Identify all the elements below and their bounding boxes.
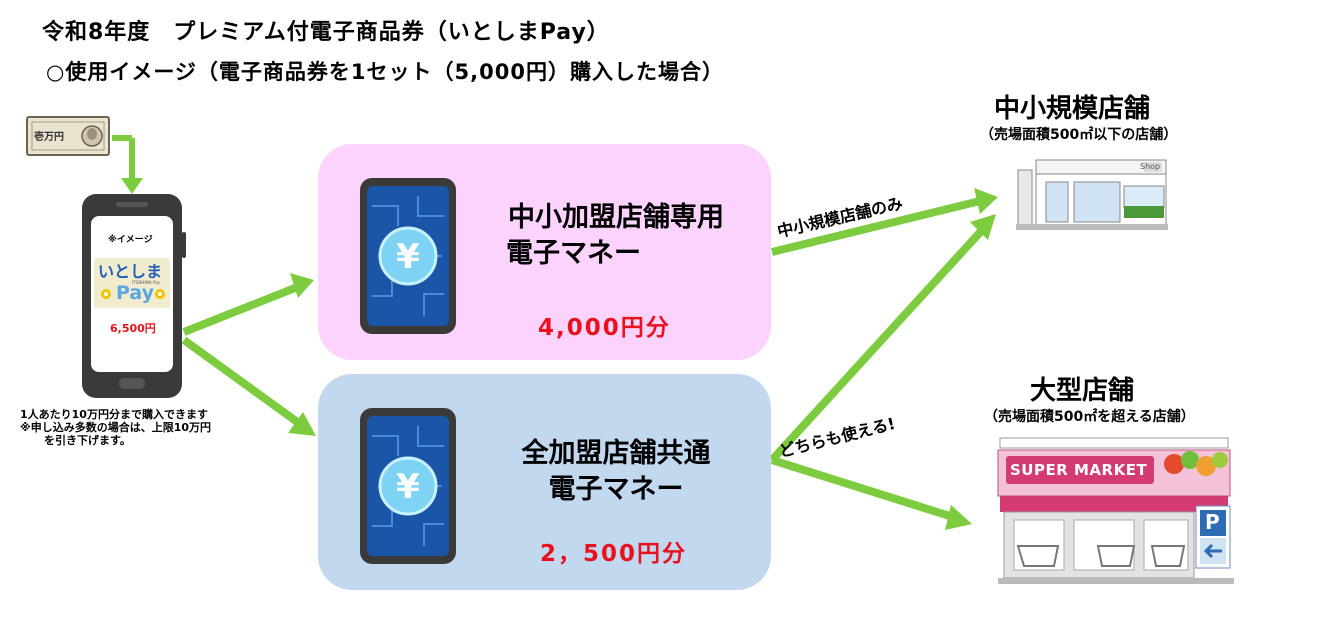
large-store-title: 大型店舗 [1030,376,1135,406]
purchase-note: 1人あたり10万円分まで購入できます ※申し込み多数の場合は、上限10万円 を引… [20,408,211,447]
arrow-small-to-shop [771,197,981,256]
flower-icon [155,289,165,299]
arrow-head [974,188,998,214]
small-money-line2: 電子マネー [506,238,641,269]
itoshima-pay-logo: いとしま ITOSHIMA Pay Pay [94,258,170,308]
all-money-amount: 2，500円分 [540,541,688,567]
logo-line2: Pay [116,282,155,304]
banknote-icon: 壱万円 [26,116,110,156]
arrow-head [121,178,143,194]
small-money-line1: 中小加盟店舗専用 [508,202,724,233]
arrow-head [970,214,996,240]
arrow-all-to-shop [769,225,987,463]
large-store-subtitle: （売場面積500㎡を超える店舗） [984,409,1195,425]
arrow-head [945,505,972,530]
logo-small: ITOSHIMA Pay [132,280,161,285]
all-money-line1: 全加盟店舗共通 [521,438,711,469]
supermarket-icon: SUPER MARKET P [997,434,1236,584]
small-money-amount: 4,000円分 [538,315,671,341]
supermarket-sign: SUPER MARKET [1010,461,1148,479]
small-shop-icon: Shop [1012,156,1170,230]
small-money-title: 中小加盟店舗専用 電子マネー [486,200,746,272]
page-title: 令和8年度 プレミアム付電子商品券（いとしまPay） [42,20,610,45]
all-money-title: 全加盟店舗共通 電子マネー [486,436,746,508]
yen-phone-icon: ¥ [360,178,456,334]
small-store-money-box: ¥ 中小加盟店舗専用 電子マネー 4,000円分 [318,144,771,360]
banknote-label: 壱万円 [34,132,64,143]
yen-phone-icon: ¥ [360,408,456,564]
all-store-money-box: ¥ 全加盟店舗共通 電子マネー 2，500円分 [318,374,771,590]
phone-amount: 6,500円 [110,322,156,335]
note-line2: ※申し込み多数の場合は、上限10万円 [20,421,212,434]
note-line3: を引き下げます。 [44,434,131,447]
logo-line1: いとしま [98,262,163,281]
shop-sign: Shop [1140,162,1161,171]
svg-text:¥: ¥ [396,237,420,277]
arrow-phone-to-small [182,282,302,336]
arrow-head [290,273,314,298]
svg-text:¥: ¥ [396,467,420,507]
phone-caption: ※イメージ [108,235,153,245]
parking-sign: P [1205,510,1220,534]
arrow-head [288,412,316,436]
all-money-line2: 電子マネー [548,474,684,505]
page-subtitle: ○使用イメージ（電子商品券を1セット（5,000円）購入した場合） [46,60,724,84]
small-store-title: 中小規模店舗 [994,94,1151,124]
flower-icon [101,289,111,299]
small-store-subtitle: （売場面積500㎡以下の店舗） [980,127,1178,143]
arrow-all-to-supermarket [770,456,958,522]
smartphone: ※イメージ いとしま ITOSHIMA Pay Pay 6,500円 [80,192,186,400]
arrow-phone-to-all [181,336,303,428]
note-line1: 1人あたり10万円分まで購入できます [20,408,208,421]
